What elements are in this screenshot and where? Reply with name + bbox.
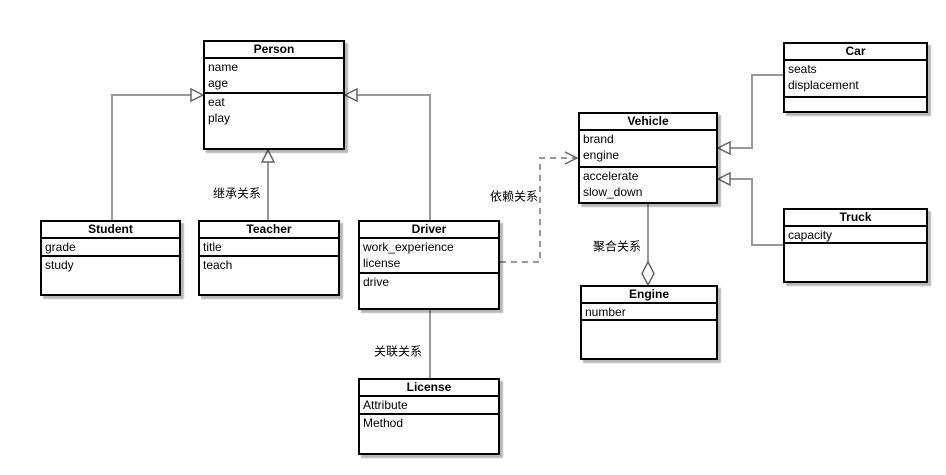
class-attribute: capacity <box>788 228 833 242</box>
class-title: Student <box>42 222 179 239</box>
edge-truck-to-vehicle <box>730 178 783 246</box>
class-method: study <box>45 258 74 272</box>
class-attribute: number <box>585 305 626 319</box>
dependency-label: 依赖关系 <box>488 187 540 205</box>
aggregation-diamond-icon <box>641 260 655 287</box>
class-method: Method <box>363 416 404 430</box>
class-method: drive <box>363 275 390 289</box>
class-methods-compartment: accelerate slow_down <box>580 168 716 202</box>
class-title: Teacher <box>200 222 338 239</box>
class-method: eat <box>208 95 225 109</box>
class-attributes-compartment: title <box>200 239 338 257</box>
edge-car-to-vehicle <box>730 74 783 149</box>
class-methods-compartment <box>582 321 716 358</box>
class-attribute: engine <box>583 148 620 162</box>
edge-driver-to-person <box>356 94 431 220</box>
class-attribute: title <box>203 240 222 254</box>
class-attribute: Attribute <box>363 398 408 412</box>
class-title: Car <box>785 44 926 61</box>
class-attributes-compartment: number <box>582 304 716 321</box>
class-attribute: age <box>208 76 229 90</box>
class-attributes-compartment: capacity <box>785 227 926 244</box>
inheritance-arrow-icon <box>716 140 731 156</box>
class-attributes-compartment: name age <box>205 59 343 94</box>
class-method: slow_down <box>583 185 643 199</box>
inheritance-label: 继承关系 <box>211 184 263 202</box>
edge-driver-to-vehicle <box>500 157 575 263</box>
class-methods-compartment <box>785 244 926 281</box>
class-attribute: brand <box>583 132 614 146</box>
class-title: Truck <box>785 210 926 227</box>
class-attributes-compartment: brand engine <box>580 131 716 168</box>
class-methods-compartment: drive <box>360 274 498 308</box>
class-title: Vehicle <box>580 114 716 131</box>
class-methods-compartment <box>785 98 926 111</box>
class-methods-compartment: eat play <box>205 94 343 148</box>
aggregation-label: 聚合关系 <box>591 237 643 255</box>
association-label: 关联关系 <box>372 342 424 360</box>
class-attributes-compartment: grade <box>42 239 179 257</box>
class-methods-compartment: Method <box>360 415 498 453</box>
class-title: License <box>360 380 498 397</box>
class-attribute: license <box>363 256 401 270</box>
class-title: Person <box>205 42 343 59</box>
class-attribute: name <box>208 60 239 74</box>
edge-student-to-person <box>111 94 192 220</box>
class-methods-compartment: teach <box>200 257 338 294</box>
class-methods-compartment: study <box>42 257 179 294</box>
class-method: accelerate <box>583 169 639 183</box>
inheritance-arrow-icon <box>343 87 358 103</box>
inheritance-arrow-icon <box>260 148 276 163</box>
inheritance-arrow-icon <box>190 87 205 103</box>
class-attribute: grade <box>45 240 76 254</box>
class-method: teach <box>203 258 233 272</box>
class-attributes-compartment: Attribute <box>360 397 498 415</box>
class-attribute: displacement <box>788 78 859 92</box>
class-attribute: seats <box>788 62 817 76</box>
class-attributes-compartment: seats displacement <box>785 61 926 98</box>
dependency-arrow-icon <box>564 151 579 165</box>
inheritance-arrow-icon <box>716 171 731 187</box>
class-method: play <box>208 111 231 125</box>
class-attribute: work_experience <box>363 240 454 254</box>
class-title: Driver <box>360 222 498 239</box>
class-title: Engine <box>582 287 716 304</box>
